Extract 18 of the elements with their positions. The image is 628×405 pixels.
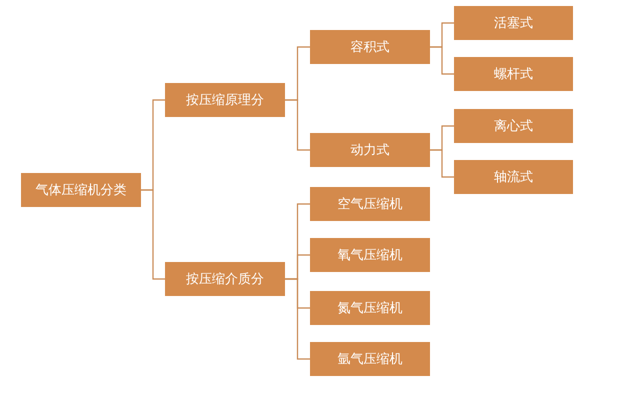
category-box: 气体压缩机分类 [21,173,141,207]
category-box: 离心式 [454,109,573,143]
category-box: 动力式 [310,133,430,167]
connector-line [430,46,454,75]
category-box: 轴流式 [454,160,573,194]
category-box: 活塞式 [454,6,573,40]
category-box: 氩气压缩机 [310,342,430,376]
category-box: 按压缩介质分 [165,262,285,296]
connector-line [430,149,454,178]
connector-line [285,99,310,151]
connector-line [285,278,310,360]
category-box: 按压缩原理分 [165,83,285,117]
category-box: 氮气压缩机 [310,291,430,325]
connector-line [141,189,165,280]
category-box: 容积式 [310,30,430,64]
category-box: 空气压缩机 [310,187,430,221]
category-box: 螺杆式 [454,57,573,91]
category-box: 氧气压缩机 [310,238,430,272]
